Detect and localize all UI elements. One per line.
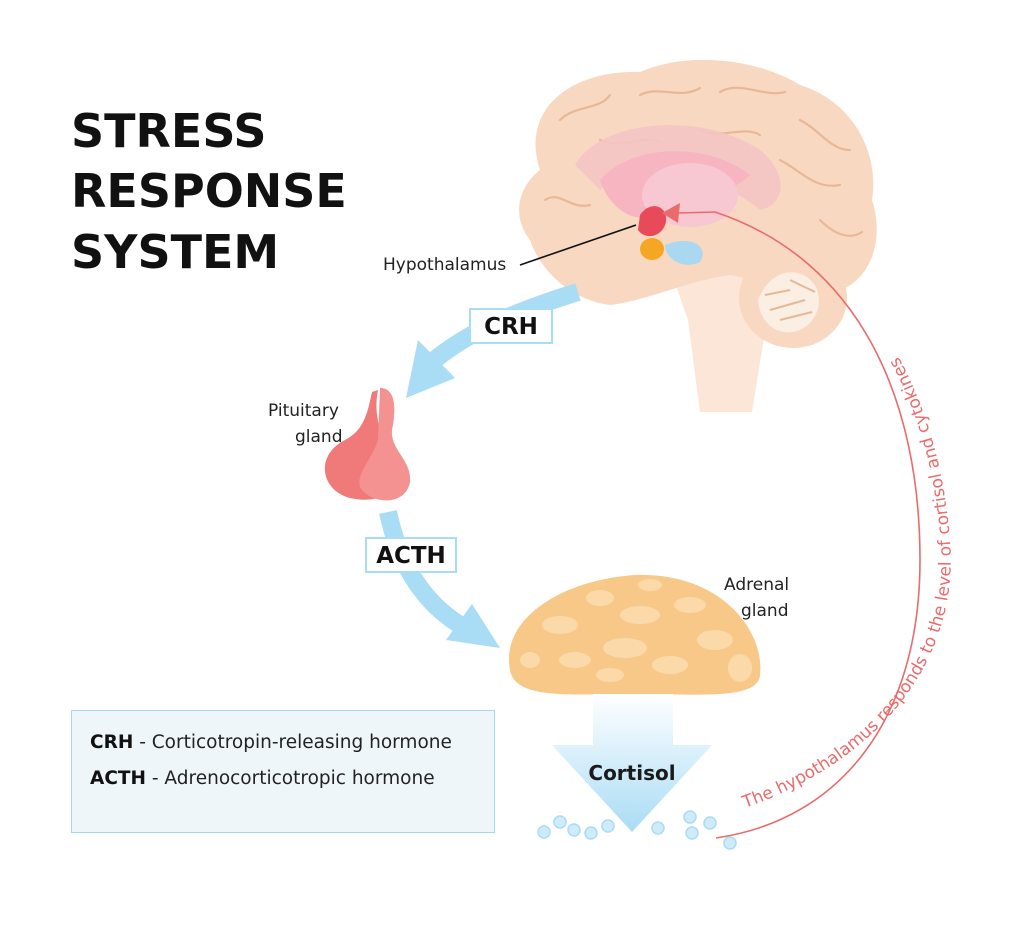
pituitary-label-line-2: gland bbox=[295, 427, 343, 447]
legend-abbr: ACTH bbox=[90, 768, 146, 789]
acth-tag-text: ACTH bbox=[376, 543, 446, 569]
page-title: STRESS RESPONSE SYSTEM bbox=[71, 104, 347, 279]
title-line-2: RESPONSE bbox=[71, 164, 347, 218]
adrenal-label-line-1: Adrenal bbox=[724, 575, 789, 595]
hypothalamus-pointer bbox=[519, 224, 637, 266]
pituitary-label-line-1: Pituitary bbox=[268, 401, 339, 421]
adrenal-gland bbox=[508, 574, 761, 695]
feedback-arc bbox=[714, 211, 921, 839]
legend: CRH - Corticotropin-releasing hormone AC… bbox=[71, 710, 495, 833]
hypothalamus-shape bbox=[638, 206, 667, 237]
legend-item-crh: CRH - Corticotropin-releasing hormone bbox=[90, 733, 494, 753]
legend-text: - Adrenocorticotropic hormone bbox=[146, 768, 435, 789]
crh-arrow bbox=[406, 283, 581, 398]
legend-abbr: CRH bbox=[90, 732, 134, 753]
legend-item-acth: ACTH - Adrenocorticotropic hormone bbox=[90, 769, 494, 789]
legend-text: - Corticotropin-releasing hormone bbox=[133, 732, 452, 753]
brain-illustration bbox=[519, 59, 877, 412]
crh-tag: CRH bbox=[469, 308, 553, 344]
feedback-arrowhead bbox=[662, 203, 680, 223]
title-line-3: SYSTEM bbox=[71, 225, 279, 279]
hypothalamus-label: Hypothalamus bbox=[383, 255, 506, 275]
cortisol-arrow: Cortisol bbox=[552, 694, 712, 832]
adrenal-label-line-2: gland bbox=[741, 601, 789, 621]
pituitary-in-brain bbox=[640, 238, 664, 260]
cortisol-label: Cortisol bbox=[588, 761, 675, 785]
pituitary-gland bbox=[324, 388, 411, 501]
title-line-1: STRESS bbox=[71, 104, 267, 158]
crh-tag-text: CRH bbox=[484, 314, 538, 340]
cortisol-particles bbox=[537, 810, 737, 850]
acth-tag: ACTH bbox=[365, 537, 457, 573]
acth-arrow bbox=[379, 510, 500, 648]
cerebellum bbox=[739, 248, 847, 348]
